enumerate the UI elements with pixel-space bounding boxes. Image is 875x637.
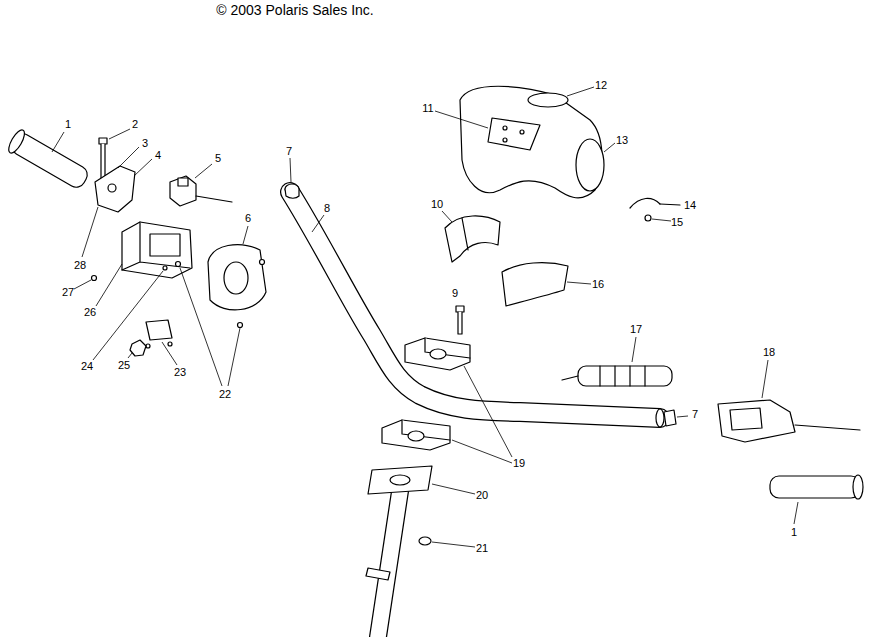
callout-number: 22 [219,389,231,400]
callout-number: 13 [616,135,628,146]
callout-text: 17 [630,323,642,335]
callout-text: 2 [132,118,138,130]
callout-number: 1 [791,527,797,538]
callout-number: 19 [513,458,525,469]
callout-number: 27 [62,287,74,298]
callout-text: 27 [62,286,74,298]
callout-text: 19 [513,457,525,469]
callout-text: 20 [476,489,488,501]
callout-text: 18 [763,346,775,358]
callout-text: 1 [65,118,71,130]
callout-number: 2 [132,119,138,130]
callout-text: 5 [215,152,221,164]
callout-text: 16 [592,278,604,290]
callout-number: 28 [74,260,86,271]
callout-number: 12 [595,80,607,91]
callout-text: 10 [431,198,443,210]
copyright-notice: © 2003 Polaris Sales Inc. [216,3,373,17]
callout-number: 23 [174,367,186,378]
callout-number: 10 [431,199,443,210]
callout-text: 26 [84,306,96,318]
callout-text: 1 [791,526,797,538]
callout-text: 21 [476,542,488,554]
callout-text: 28 [74,259,86,271]
callout-number: 15 [671,217,683,228]
copyright-text: © 2003 Polaris Sales Inc. [216,2,373,18]
callout-number: 3 [142,138,148,149]
callout-text: 11 [422,102,433,114]
callout-number: 18 [763,347,775,358]
callout-text: 7 [692,408,698,420]
callout-text: 15 [671,216,683,228]
callout-text: 9 [452,287,458,299]
callout-number: 6 [245,213,251,224]
callout-number: 8 [324,203,330,214]
callout-text: 6 [245,212,251,224]
callout-text: 25 [118,359,130,371]
callout-text: 7 [286,145,292,157]
callout-number: 4 [155,150,161,161]
callout-number: 1 [65,119,71,130]
callout-number: 21 [476,543,488,554]
callout-number: 7 [286,146,292,157]
callout-number: 7 [692,409,698,420]
callout-number: 14 [684,200,696,211]
callout-number: 26 [84,307,96,318]
callout-text: 8 [324,202,330,214]
callout-number: 17 [630,324,642,335]
callout-number: 9 [452,288,458,299]
callout-text: 4 [155,149,161,161]
callout-text: 3 [142,137,148,149]
callout-text: 12 [595,79,607,91]
callout-number: 5 [215,153,221,164]
callout-text: 22 [219,388,231,400]
callout-number: 25 [118,360,130,371]
callout-number: 24 [81,361,93,372]
callout-number: 16 [592,279,604,290]
callout-number: 11 [422,103,433,114]
callout-text: 14 [684,199,696,211]
callout-text: 23 [174,366,186,378]
callout-number: 20 [476,490,488,501]
callout-text: 13 [616,134,628,146]
leader-lines [52,87,798,547]
callout-text: 24 [81,360,93,372]
